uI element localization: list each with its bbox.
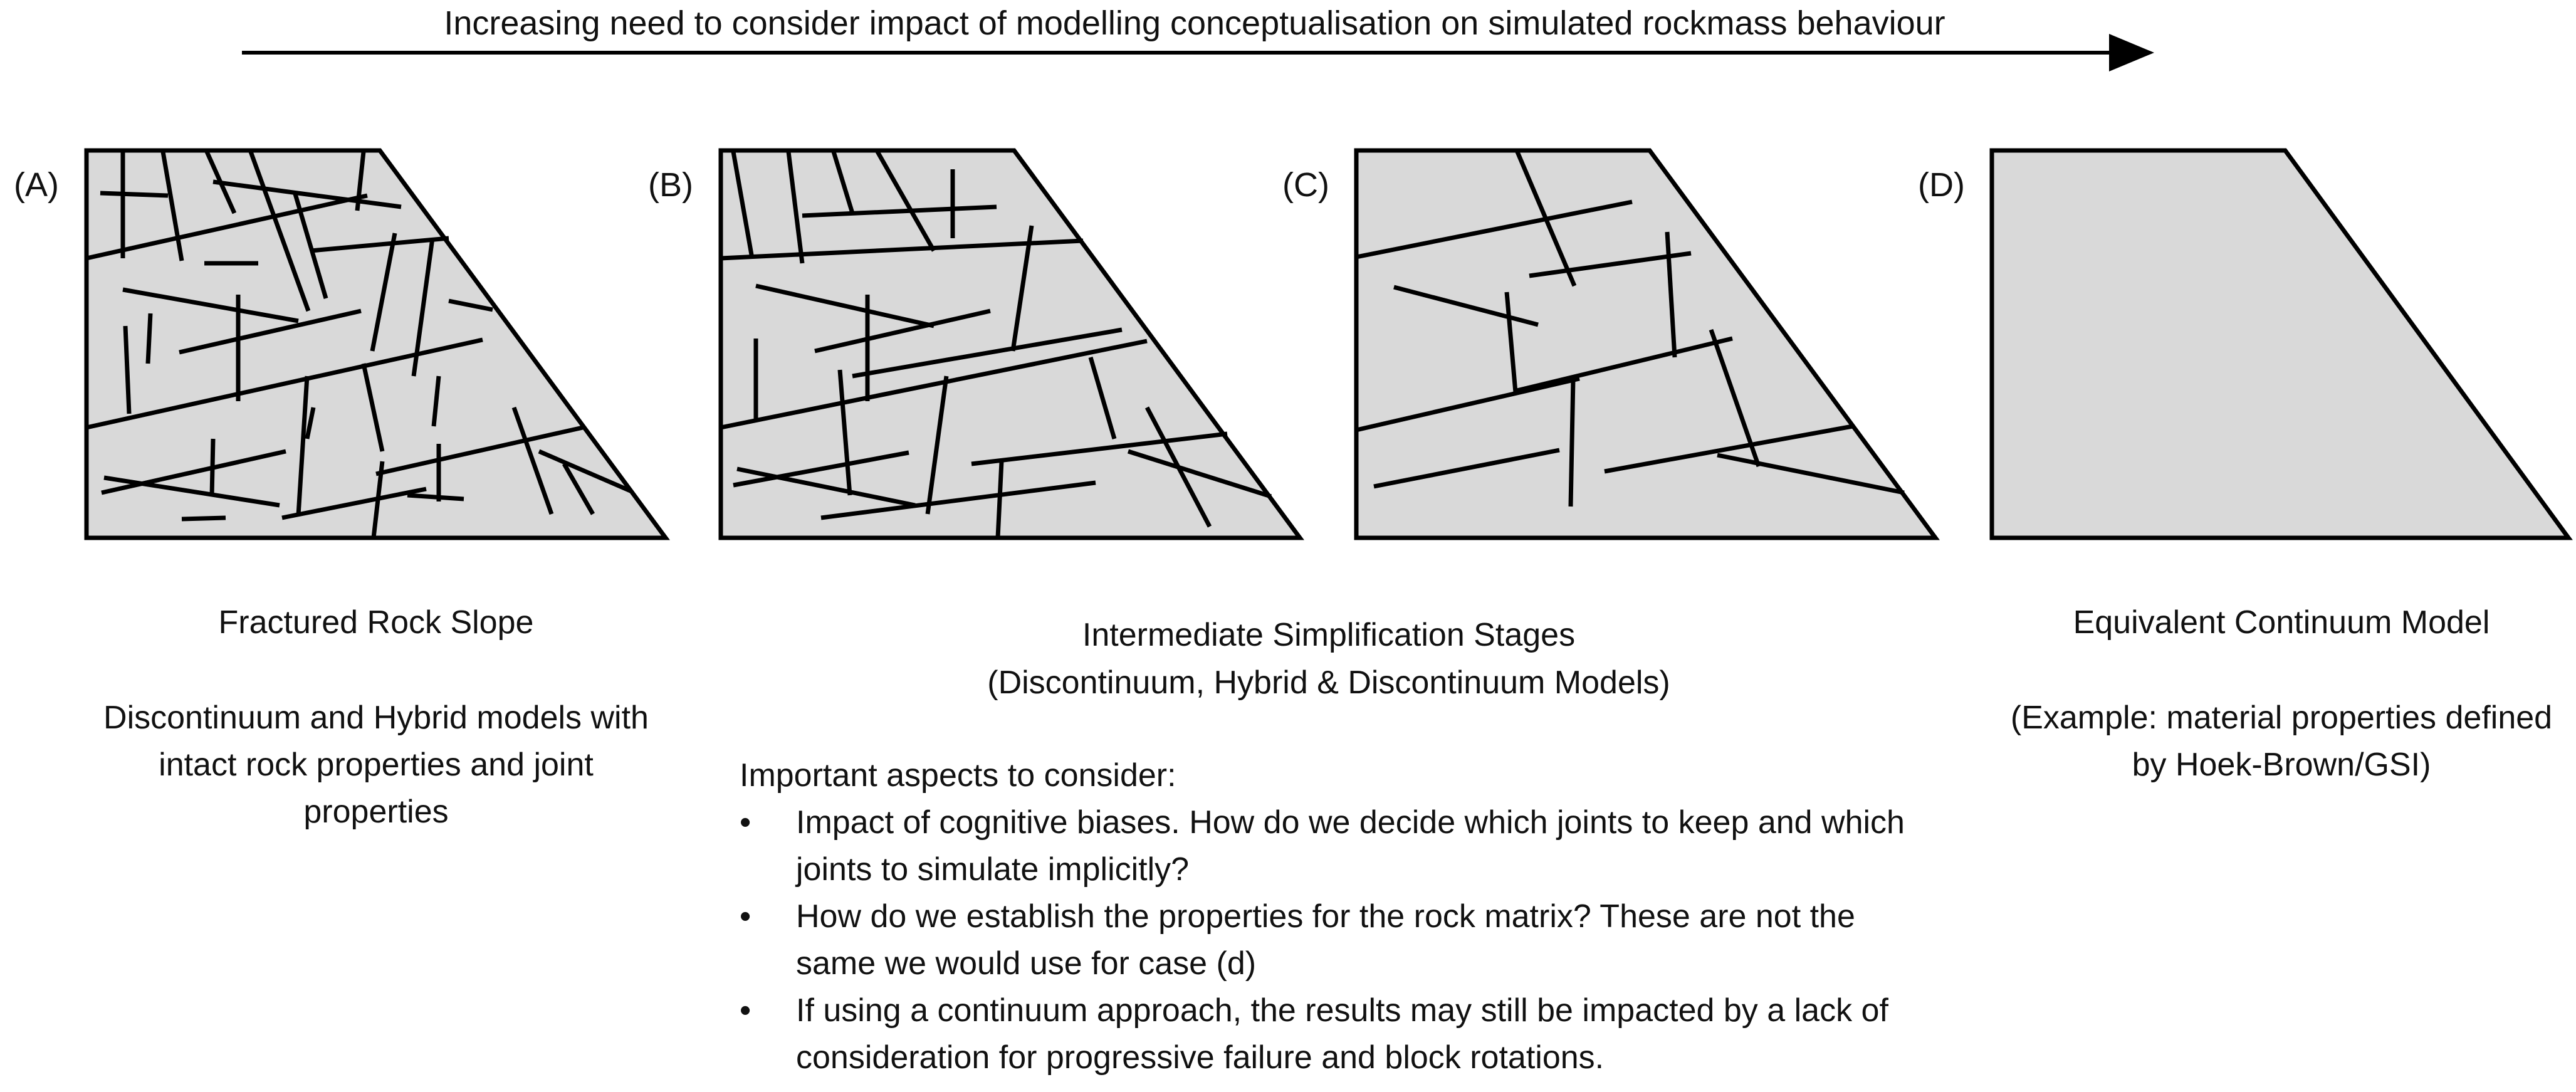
panel-label-c: (C) bbox=[1282, 166, 1329, 204]
list-item-text: Impact of cognitive biases. How do we de… bbox=[796, 804, 1905, 888]
list-item-text: How do we establish the properties for t… bbox=[796, 898, 1855, 982]
aspects-list: • Impact of cognitive biases. How do we … bbox=[740, 799, 1918, 1081]
aspects-heading: Important aspects to consider: bbox=[740, 757, 1176, 794]
slope-shape bbox=[1989, 148, 2573, 540]
list-item: • If using a continuum approach, the res… bbox=[740, 987, 1918, 1081]
list-item: • Impact of cognitive biases. How do we … bbox=[740, 799, 1918, 893]
joint-set bbox=[86, 150, 633, 538]
panel-c-slope bbox=[1354, 148, 1940, 540]
panel-b-slope bbox=[718, 148, 1304, 540]
list-item: • How do we establish the properties for… bbox=[740, 893, 1918, 987]
caption-left-title: Fractured Rock Slope bbox=[218, 604, 534, 641]
caption-right-description: (Example: material properties defined by… bbox=[2010, 700, 2553, 783]
panel-label-d: (D) bbox=[1918, 166, 1965, 204]
panel-label-b: (B) bbox=[648, 166, 693, 204]
caption-left-description: Discontinuum and Hybrid models with inta… bbox=[103, 700, 649, 830]
bullet-icon: • bbox=[740, 898, 751, 935]
arrow-label: Increasing need to consider impact of mo… bbox=[444, 4, 1945, 42]
joint-set bbox=[1356, 149, 1905, 507]
list-item-text: If using a continuum approach, the resul… bbox=[796, 992, 1888, 1076]
bullet-icon: • bbox=[740, 992, 751, 1029]
caption-middle-subtitle: (Discontinuum, Hybrid & Discontinuum Mod… bbox=[987, 664, 1670, 701]
caption-right-title: Equivalent Continuum Model bbox=[2073, 604, 2490, 641]
caption-middle-title: Intermediate Simplification Stages bbox=[1082, 617, 1576, 653]
slope-shape bbox=[1354, 148, 1940, 540]
bullet-icon: • bbox=[740, 804, 751, 841]
panel-a-slope bbox=[84, 148, 670, 540]
important-aspects: Important aspects to consider: • Impact … bbox=[740, 752, 1918, 1081]
joint-set bbox=[720, 150, 1272, 538]
panel-d-slope bbox=[1989, 148, 2573, 540]
panel-label-a: (A) bbox=[14, 166, 59, 204]
